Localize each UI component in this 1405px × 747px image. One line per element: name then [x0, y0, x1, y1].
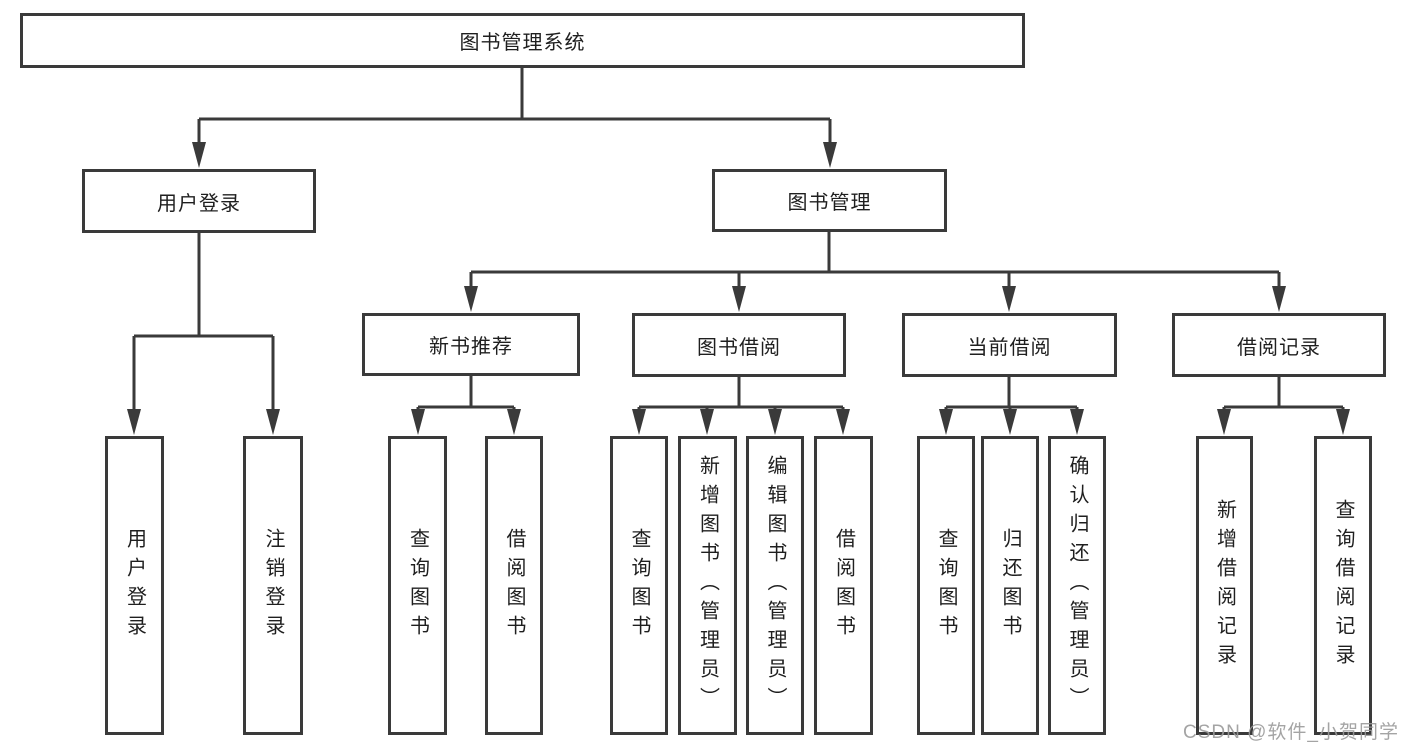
node-label: 归还图书 — [999, 527, 1021, 644]
node-label: 用户登录 — [157, 192, 241, 215]
arrow-down-icon — [700, 409, 714, 435]
node-label: 图书管理 — [787, 192, 872, 214]
leaf-query-books-current: 查询图书 — [917, 436, 975, 735]
node-label: 查询借阅记录 — [1332, 498, 1354, 673]
arrow-down-icon — [732, 286, 746, 312]
node-label: 注销登录 — [262, 527, 284, 644]
arrowheads — [127, 142, 1350, 435]
arrow-down-icon — [411, 409, 425, 435]
node-label: 借阅图书 — [832, 527, 855, 644]
node-label: 查询图书 — [935, 527, 957, 644]
node-label: 借阅图书 — [503, 527, 525, 644]
node-label: 用户登录 — [123, 527, 146, 644]
arrow-down-icon — [836, 409, 850, 435]
arrow-down-icon — [507, 409, 521, 435]
arrow-down-icon — [632, 409, 646, 435]
leaf-logout: 注销登录 — [243, 436, 303, 735]
csdn-watermark: CSDN @软件_小贺同学 — [1183, 722, 1399, 743]
arrow-down-icon — [192, 142, 206, 168]
node-label: 编辑图书（管理员） — [764, 455, 786, 716]
leaf-edit-books-admin: 编辑图书（管理员） — [746, 436, 804, 735]
leaf-add-books-admin: 新增图书（管理员） — [678, 436, 737, 735]
node-book-borrow: 图书借阅 — [632, 313, 846, 377]
arrow-down-icon — [127, 409, 141, 435]
leaf-query-books-recommend: 查询图书 — [388, 436, 447, 735]
arrow-down-icon — [823, 142, 837, 168]
node-label: 新增图书（管理员） — [696, 455, 719, 716]
arrow-down-icon — [464, 286, 478, 312]
node-label: 查询图书 — [406, 527, 429, 644]
node-label: 图书借阅 — [697, 336, 781, 359]
node-user-login: 用户登录 — [82, 169, 316, 233]
node-label: 新增借阅记录 — [1213, 498, 1236, 673]
leaf-borrow-books: 借阅图书 — [814, 436, 873, 735]
node-book-management: 图书管理 — [712, 169, 947, 232]
leaf-query-borrow-record: 查询借阅记录 — [1314, 436, 1372, 735]
arrow-down-icon — [1070, 409, 1084, 435]
node-label: 确认归还（管理员） — [1066, 455, 1088, 716]
arrow-down-icon — [939, 409, 953, 435]
node-label: 新书推荐 — [429, 336, 513, 358]
arrow-down-icon — [1272, 286, 1286, 312]
leaf-query-books-borrow: 查询图书 — [610, 436, 668, 735]
node-root-system: 图书管理系统 — [20, 13, 1025, 68]
node-label: 图书管理系统 — [459, 32, 586, 54]
node-new-book-recommend: 新书推荐 — [362, 313, 580, 376]
arrow-down-icon — [1003, 409, 1017, 435]
leaf-confirm-return-admin: 确认归还（管理员） — [1048, 436, 1106, 735]
arrow-down-icon — [1002, 286, 1016, 312]
arrow-down-icon — [1336, 409, 1350, 435]
node-label: 当前借阅 — [967, 336, 1052, 359]
leaf-return-books: 归还图书 — [981, 436, 1039, 735]
node-borrow-records: 借阅记录 — [1172, 313, 1386, 377]
node-label: 借阅记录 — [1237, 336, 1321, 359]
node-current-borrow: 当前借阅 — [902, 313, 1117, 377]
arrow-down-icon — [1217, 409, 1231, 435]
leaf-borrow-books-recommend: 借阅图书 — [485, 436, 543, 735]
node-label: 查询图书 — [628, 527, 650, 644]
leaf-user-login: 用户登录 — [105, 436, 164, 735]
arrow-down-icon — [266, 409, 280, 435]
arrow-down-icon — [768, 409, 782, 435]
leaf-add-borrow-record: 新增借阅记录 — [1196, 436, 1253, 735]
